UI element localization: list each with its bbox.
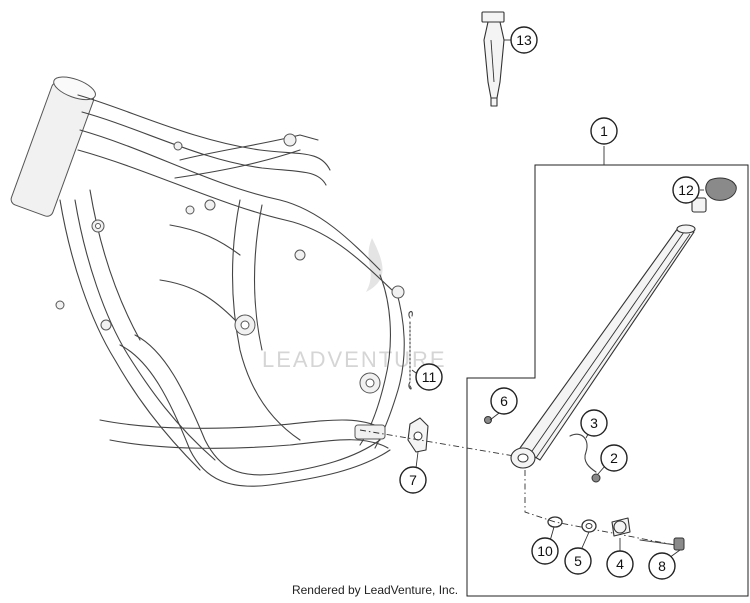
callout-4-label: 4 <box>616 556 624 572</box>
callout-2: 2 <box>600 444 628 472</box>
callout-1-label: 1 <box>600 123 608 139</box>
part-13-handle <box>481 11 505 107</box>
callout-4: 4 <box>606 550 634 578</box>
part-11-spring <box>408 310 413 390</box>
leader-lines <box>411 39 704 564</box>
assembly-axis-lower <box>524 470 676 546</box>
part-1-group-box <box>466 164 749 597</box>
callout-8-label: 8 <box>658 558 666 574</box>
watermark: LEADVENTURE <box>262 238 447 372</box>
callout-10: 10 <box>531 537 559 565</box>
callout-8: 8 <box>648 552 676 580</box>
part-3-clip <box>569 433 597 473</box>
callout-6: 6 <box>490 387 518 415</box>
part-8-bolt <box>639 537 685 551</box>
callout-11-label: 11 <box>422 369 437 385</box>
callout-3-label: 3 <box>590 415 598 431</box>
assembly-axis <box>359 429 521 458</box>
callout-6-label: 6 <box>500 393 508 409</box>
part-12-foot <box>691 177 737 213</box>
part-10-ring <box>547 516 563 528</box>
callout-12-label: 12 <box>678 182 694 198</box>
footer-credit: Rendered by LeadVenture, Inc. <box>291 583 459 597</box>
callout-5-label: 5 <box>574 553 582 569</box>
callout-7-label: 7 <box>409 472 417 488</box>
callout-1: 1 <box>590 117 618 145</box>
callout-3: 3 <box>580 409 608 437</box>
callout-2-label: 2 <box>610 450 618 466</box>
motorcycle-frame <box>10 76 405 487</box>
part-2-screw <box>591 473 601 483</box>
callout-5: 5 <box>564 547 592 575</box>
callout-11: 11 <box>415 363 443 391</box>
callout-10-label: 10 <box>537 543 553 559</box>
part-5-washer <box>581 519 597 533</box>
part-6-bolt <box>484 416 492 424</box>
callout-12: 12 <box>672 176 700 204</box>
part-7-bracket <box>407 417 429 453</box>
callout-7: 7 <box>399 466 427 494</box>
watermark-text: LEADVENTURE <box>262 347 447 372</box>
callout-13-label: 13 <box>516 32 532 48</box>
part-1-side-stand <box>510 224 696 469</box>
callout-13: 13 <box>510 26 538 54</box>
part-4-bushing <box>611 517 631 537</box>
